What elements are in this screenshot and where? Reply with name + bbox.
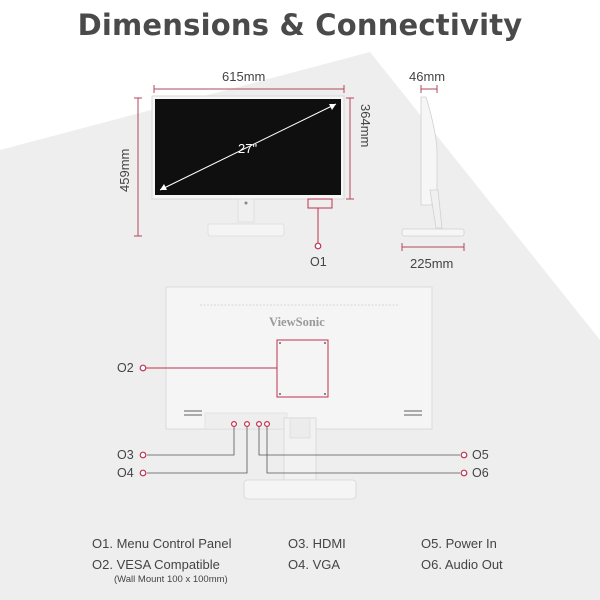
callout-dot-o2 [139,364,147,372]
front-stand-neck [237,198,255,223]
callout-dot-o4 [139,469,147,477]
width-dimension-line [153,85,345,93]
base-depth-dimension-line [401,243,465,251]
brand-logo-text: ViewSonic [269,315,325,329]
diagonal-arrow [159,103,337,191]
callout-dot-o5 [460,451,468,459]
port-dot-hdmi [231,421,238,428]
total-height-dimension-line [134,97,142,237]
callout-label-o6: O6 [472,466,489,480]
legend-item-5: O5. Power In [421,536,497,551]
callout-dot-o6 [460,469,468,477]
base-depth-label: 225mm [410,256,454,271]
callout-label-o1: O1 [310,255,327,269]
callout-label-o3: O3 [117,448,134,462]
legend-item-3: O3. HDMI [288,536,346,551]
callout-label-o2: O2 [117,361,134,375]
depth-label: 46mm [409,69,446,84]
page-title: Dimensions & Connectivity [77,8,523,42]
left-speaker-grill [184,410,202,416]
right-speaker-grill [404,410,422,416]
port-dot-power [256,421,263,428]
width-label: 615mm [222,69,266,84]
legend-item-2: O2. VESA Compatible [92,557,220,572]
callout-dot-o1 [314,242,322,250]
port-dot-vga [244,421,251,428]
legend-vesa-note: (Wall Mount 100 x 100mm) [114,574,228,585]
legend-item-4: O4. VGA [288,557,341,572]
diagonal-label: 27" [238,141,258,156]
side-stand-arm [429,189,443,229]
callout-label-o5: O5 [472,448,489,462]
depth-dimension-line [420,85,438,93]
back-stand-base [243,479,357,500]
legend-item-6: O6. Audio Out [421,557,503,572]
port-dot-audio [264,421,271,428]
screen-height-dimension-line [346,97,354,200]
side-stand-base [401,228,465,237]
callout-label-o4: O4 [117,466,134,480]
back-panel [165,286,433,430]
legend-item-1: O1. Menu Control Panel [92,536,232,551]
front-stand-base [207,223,285,237]
menu-control-highlight [307,198,333,209]
callout-dot-o3 [139,451,147,459]
